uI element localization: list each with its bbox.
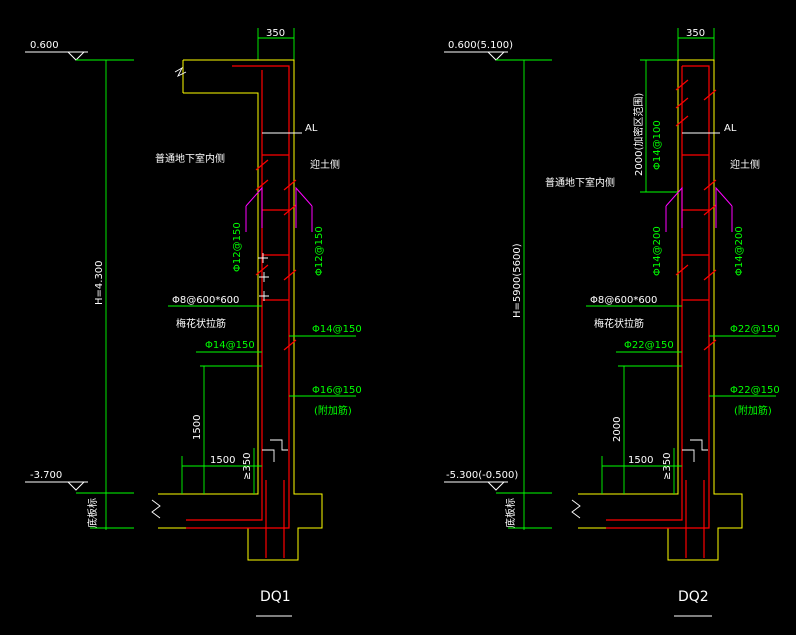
- dim-small: ≥350: [662, 453, 673, 480]
- wall-thickness-dimension: 350: [257, 28, 295, 60]
- dim-horizontal: 1500: [210, 455, 235, 466]
- rebar-cage: [186, 65, 297, 558]
- tie-spec-label: Φ8@600*600: [172, 295, 239, 306]
- concrete-outline: [151, 59, 323, 561]
- height-dimension: H=4.300: [94, 260, 105, 305]
- top-elevation: 0.600(5.100): [448, 40, 513, 51]
- dim-vertical: 1500: [192, 415, 203, 440]
- interior-side-label: 普通地下室内侧: [155, 152, 225, 165]
- extra-bar-label: Φ22@150: [730, 385, 780, 396]
- dim-vertical: 2000: [612, 417, 623, 442]
- extra-bar-label: Φ16@150: [312, 385, 362, 396]
- crosshair-markers: [258, 253, 269, 301]
- vert-bar-right-label: Φ14@200: [734, 226, 745, 276]
- foundation-label: 底板标: [504, 498, 517, 528]
- bottom-elevation: -5.300(-0.500): [446, 470, 518, 481]
- horiz-outer-label: Φ22@150: [730, 324, 780, 335]
- wall-thickness: 350: [266, 28, 285, 39]
- bottom-elevation: -3.700: [30, 470, 62, 481]
- axis-label: AL: [305, 123, 318, 134]
- top-dim-label: 2000(加密区范围): [632, 93, 645, 176]
- tie-name-label: 梅花状拉筋: [594, 317, 644, 330]
- wall-thickness-dimension: 350: [677, 28, 715, 60]
- axis-label: AL: [724, 123, 737, 134]
- bottom-elevation-marker: -5.300(-0.500): [444, 470, 552, 494]
- concrete-outline: [571, 59, 743, 561]
- extra-note-label: (附加筋): [314, 404, 352, 417]
- bottom-elevation-marker: -3.700: [25, 470, 134, 494]
- dim-horizontal: 1500: [628, 455, 653, 466]
- top-elevation-marker: 0.600(5.100): [444, 40, 552, 61]
- panel-dq1: 0.600 H=4.300 -3.700 底板标 350: [25, 28, 362, 617]
- height-dimension: H=5900(5600): [512, 243, 523, 318]
- vert-bar-right-label: Φ12@150: [314, 226, 325, 276]
- horiz-outer-label: Φ14@150: [312, 324, 362, 335]
- dim-small: ≥350: [242, 453, 253, 480]
- wall-thickness: 350: [686, 28, 705, 39]
- horiz-inner-label: Φ22@150: [624, 340, 674, 351]
- vert-bar-left-label: Φ12@150: [232, 222, 243, 272]
- vert-bar-top-label: Φ14@100: [652, 120, 663, 170]
- panel-title: DQ2: [678, 589, 709, 605]
- extra-note-label: (附加筋): [734, 404, 772, 417]
- tie-name-label: 梅花状拉筋: [176, 317, 226, 330]
- panel-title: DQ1: [260, 589, 291, 605]
- haunch-bars: [665, 186, 733, 232]
- foundation-label: 底板标: [86, 498, 99, 528]
- panel-dq2: 0.600(5.100) H=5900(5600) -5.300(-0.500)…: [444, 28, 780, 617]
- exterior-side-label: 迎土侧: [310, 158, 340, 171]
- horiz-inner-label: Φ14@150: [205, 340, 255, 351]
- haunch-bars: [245, 186, 313, 232]
- top-elevation: 0.600: [30, 40, 59, 51]
- interior-side-label: 普通地下室内侧: [545, 176, 615, 189]
- tie-spec-label: Φ8@600*600: [590, 295, 657, 306]
- vert-bar-left-label: Φ14@200: [652, 226, 663, 276]
- exterior-side-label: 迎土侧: [730, 158, 760, 171]
- top-elevation-marker: 0.600: [25, 40, 134, 61]
